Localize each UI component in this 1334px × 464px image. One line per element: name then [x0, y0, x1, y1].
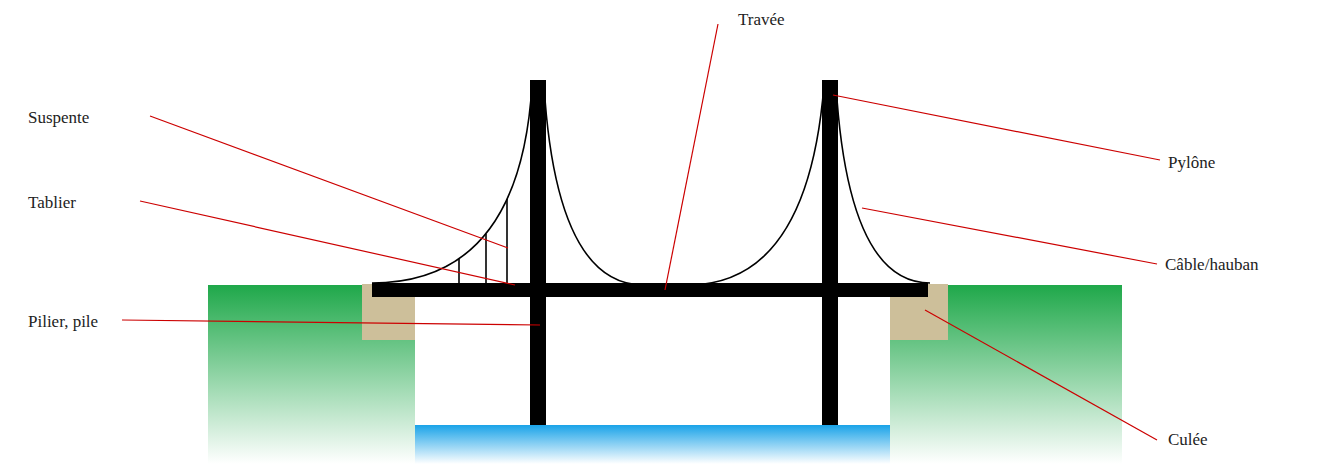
- part-label: Câble/hauban: [1165, 255, 1258, 275]
- left-bank: [208, 285, 415, 464]
- part-label: Suspente: [28, 108, 89, 128]
- part-label: Travée: [738, 10, 785, 30]
- part-label: Tablier: [28, 193, 76, 213]
- part-label: Pylône: [1168, 153, 1215, 173]
- leader-lines: [122, 24, 1160, 440]
- left-pylon: [530, 80, 546, 425]
- right-bank: [890, 285, 1122, 464]
- deck: [372, 283, 928, 297]
- right-pylon: [822, 80, 838, 425]
- part-label: Pilier, pile: [28, 312, 98, 332]
- part-label: Culée: [1168, 430, 1208, 450]
- river: [415, 425, 890, 464]
- cables: [372, 85, 930, 285]
